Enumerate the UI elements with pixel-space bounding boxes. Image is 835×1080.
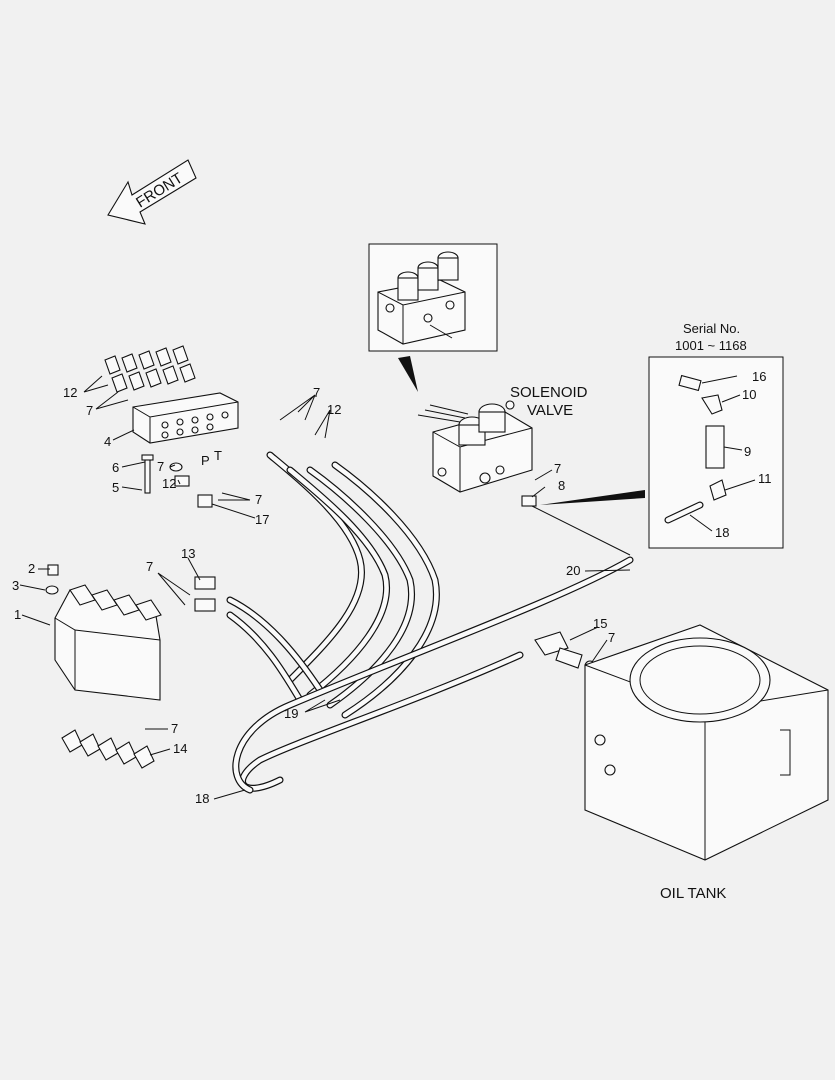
part-label-7: 7 <box>146 559 153 574</box>
part-label-16: 16 <box>752 369 766 384</box>
part-label-13: 13 <box>181 546 195 561</box>
part-label-7: 7 <box>171 721 178 736</box>
solenoid-detail-inset <box>368 243 498 352</box>
bolt-5 <box>141 454 154 494</box>
fitting-12 <box>174 475 190 487</box>
oil-tank-label: OIL TANK <box>660 885 726 902</box>
line-20 <box>529 504 631 556</box>
front-arrow: FRONT <box>107 159 197 225</box>
part-label-1: 1 <box>14 607 21 622</box>
fitting-15 <box>534 631 583 669</box>
serial-range: 1001 ~ 1168 <box>675 338 747 353</box>
part-label-7: 7 <box>313 385 320 400</box>
serial-pointer <box>540 490 645 505</box>
part-label-18: 18 <box>715 525 729 540</box>
part-label-7: 7 <box>86 403 93 418</box>
solenoid-valve <box>417 400 533 493</box>
part-label-7: 7 <box>255 492 262 507</box>
part-label-12: 12 <box>162 476 176 491</box>
serial-title: Serial No. <box>683 321 740 336</box>
part-label-5: 5 <box>112 480 119 495</box>
part-label-8: 8 <box>558 478 565 493</box>
part-label-20: 20 <box>566 563 580 578</box>
fitting-8 <box>521 495 537 507</box>
port-label-t: T <box>214 448 222 463</box>
part-label-10: 10 <box>742 387 756 402</box>
valve-bank <box>45 564 162 769</box>
solenoid-valve-label-1: SOLENOID <box>510 384 588 401</box>
inset-pointer <box>398 356 418 392</box>
part-label-9: 9 <box>744 444 751 459</box>
part-label-4: 4 <box>104 434 111 449</box>
part-label-7: 7 <box>554 461 561 476</box>
oil-tank <box>584 624 829 861</box>
fitting-13 <box>194 576 216 612</box>
part-label-14: 14 <box>173 741 187 756</box>
hoses-19 <box>226 451 440 719</box>
part-number-labels: 12 7 4 6 5 7 12 P T 7 17 7 12 2 3 1 7 13… <box>12 369 772 806</box>
part-label-12: 12 <box>327 402 341 417</box>
part-label-12: 12 <box>63 385 77 400</box>
hose-18 <box>232 556 634 794</box>
part-label-3: 3 <box>12 578 19 593</box>
part-label-11: 11 <box>758 471 772 486</box>
part-label-6: 6 <box>112 460 119 475</box>
part-label-2: 2 <box>28 561 35 576</box>
part-label-17: 17 <box>255 512 269 527</box>
fitting-17 <box>197 494 213 508</box>
part-label-7: 7 <box>157 459 164 474</box>
part-label-18: 18 <box>195 791 209 806</box>
solenoid-valve-label-2: VALVE <box>527 402 573 419</box>
part-label-7: 7 <box>608 630 615 645</box>
leader-lines <box>19 375 756 800</box>
part-label-15: 15 <box>593 616 607 631</box>
part-label-19: 19 <box>284 706 298 721</box>
serial-detail-box <box>648 356 784 549</box>
washer <box>169 462 183 472</box>
port-label-p: P <box>201 453 210 468</box>
upper-manifold <box>104 345 239 444</box>
